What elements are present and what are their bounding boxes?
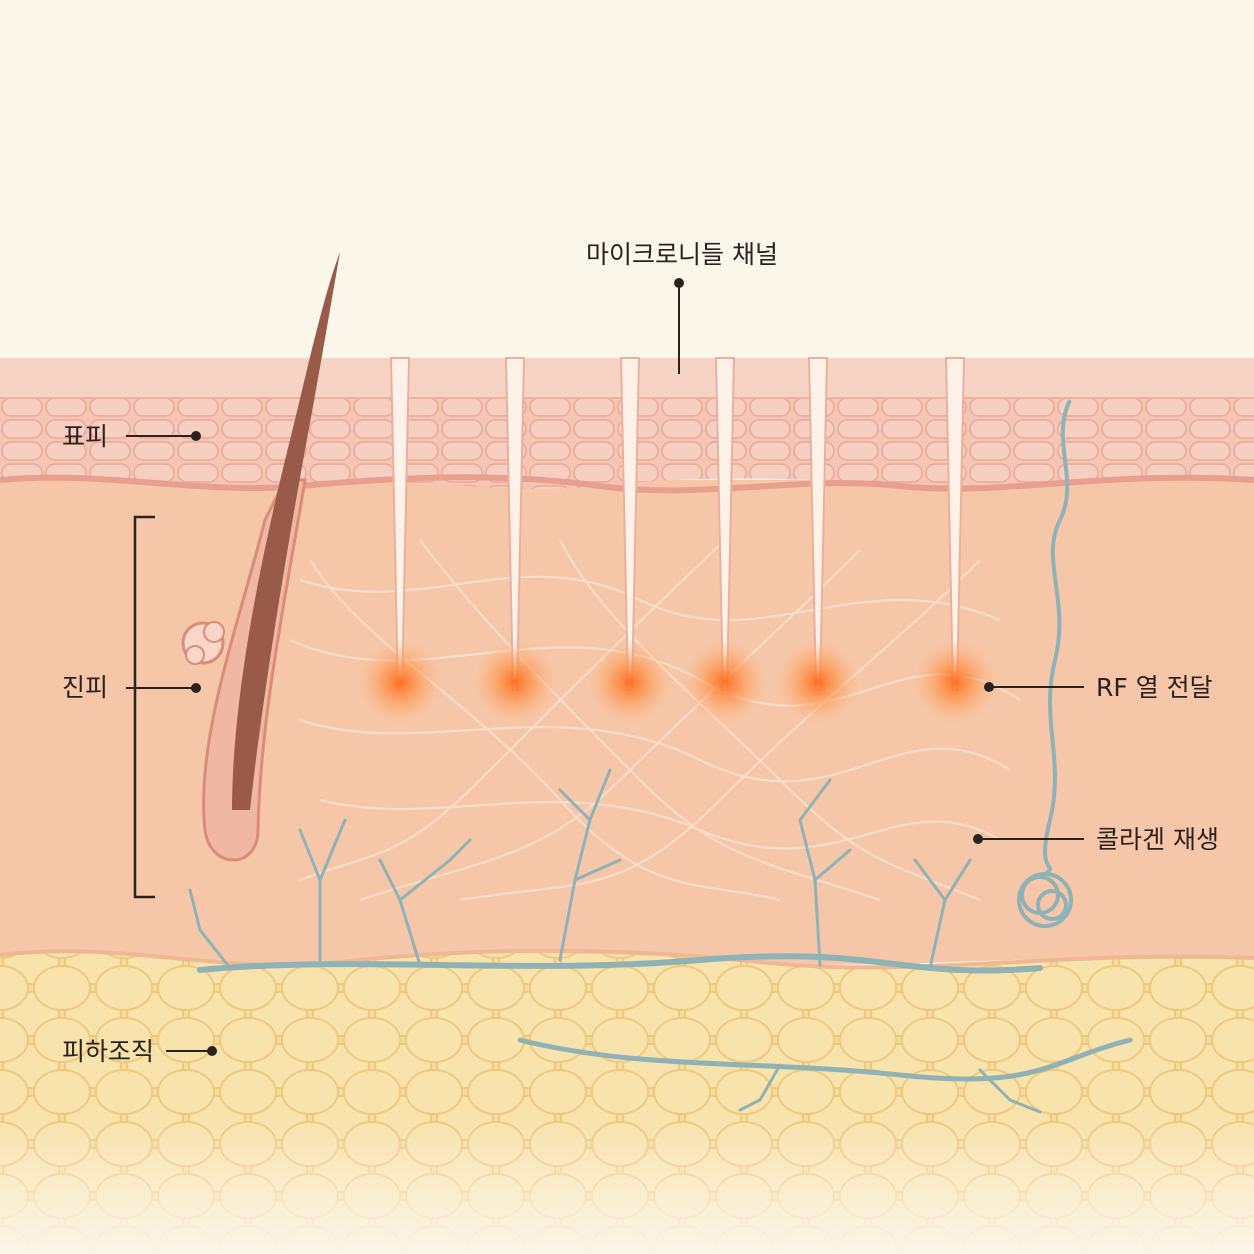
rf-heat-label: RF 열 전달	[1096, 673, 1213, 702]
rf-heat-zones	[358, 640, 997, 724]
dermis-bracket	[133, 515, 155, 899]
rf-heat-zone	[913, 640, 997, 724]
collagen-label: 콜라겐 재생	[1096, 825, 1219, 854]
rf-heat-zone	[588, 640, 672, 724]
dermis-label: 진피	[62, 673, 109, 702]
rf-heat-zone	[683, 640, 767, 724]
epidermis-label: 표피	[62, 422, 109, 451]
microneedle-channel-label: 마이크로니들 채널	[586, 240, 778, 269]
rf-heat-zone	[776, 640, 860, 724]
sweat-gland	[1017, 399, 1073, 928]
hair-follicle	[181, 252, 340, 862]
rf-heat-zone	[473, 640, 557, 724]
subcutis-layer	[0, 950, 1254, 1254]
leader-lines	[126, 278, 1084, 1056]
subcutis-label: 피하조직	[62, 1037, 155, 1066]
blood-vessels	[188, 768, 1133, 1114]
rf-heat-zone	[358, 640, 442, 724]
